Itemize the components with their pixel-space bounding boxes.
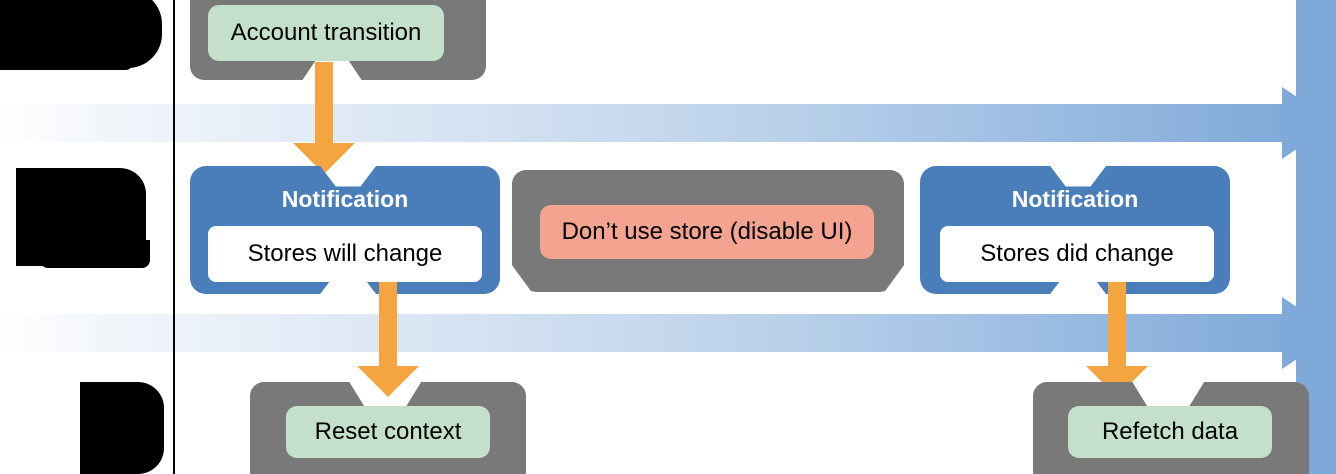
- node-dont-use-store[interactable]: Don’t use store (disable UI): [540, 205, 874, 259]
- node-account-transition[interactable]: Account transition: [208, 5, 444, 61]
- node-reset-context[interactable]: Reset context: [286, 406, 490, 458]
- arrow-head: [357, 366, 419, 397]
- card-stores-did-change-label: Stores did change: [980, 240, 1174, 267]
- redaction-row-3: [80, 382, 164, 474]
- node-dont-use-store-label: Don’t use store (disable UI): [561, 218, 853, 245]
- node-reset-context-label: Reset context: [314, 418, 462, 445]
- node-refetch-data[interactable]: Refetch data: [1068, 406, 1272, 458]
- card-stores-did-change-title: Notification: [1011, 186, 1139, 212]
- arrow-transition-to-will-change: [293, 62, 355, 174]
- card-stores-did-change-body[interactable]: Stores did change: [940, 226, 1214, 282]
- node-account-transition-label: Account transition: [230, 19, 422, 46]
- arrow-shaft: [315, 62, 333, 146]
- arrow-shaft: [379, 282, 397, 370]
- redaction-row-2-tail: [40, 240, 150, 268]
- arrow-will-change-to-reset: [357, 282, 419, 398]
- arrow-did-change-to-refetch: [1086, 282, 1148, 398]
- redaction-row-1-tail: [0, 42, 132, 70]
- column-divider: [173, 0, 175, 474]
- timeline-band-1: [0, 87, 1336, 159]
- card-stores-will-change-label: Stores will change: [247, 240, 443, 267]
- timeline-band-1-bar: [0, 104, 1300, 142]
- node-refetch-data-label: Refetch data: [1101, 418, 1239, 445]
- card-stores-will-change-body[interactable]: Stores will change: [208, 226, 482, 282]
- arrow-shaft: [1108, 282, 1126, 370]
- card-stores-will-change-title: Notification: [281, 186, 409, 212]
